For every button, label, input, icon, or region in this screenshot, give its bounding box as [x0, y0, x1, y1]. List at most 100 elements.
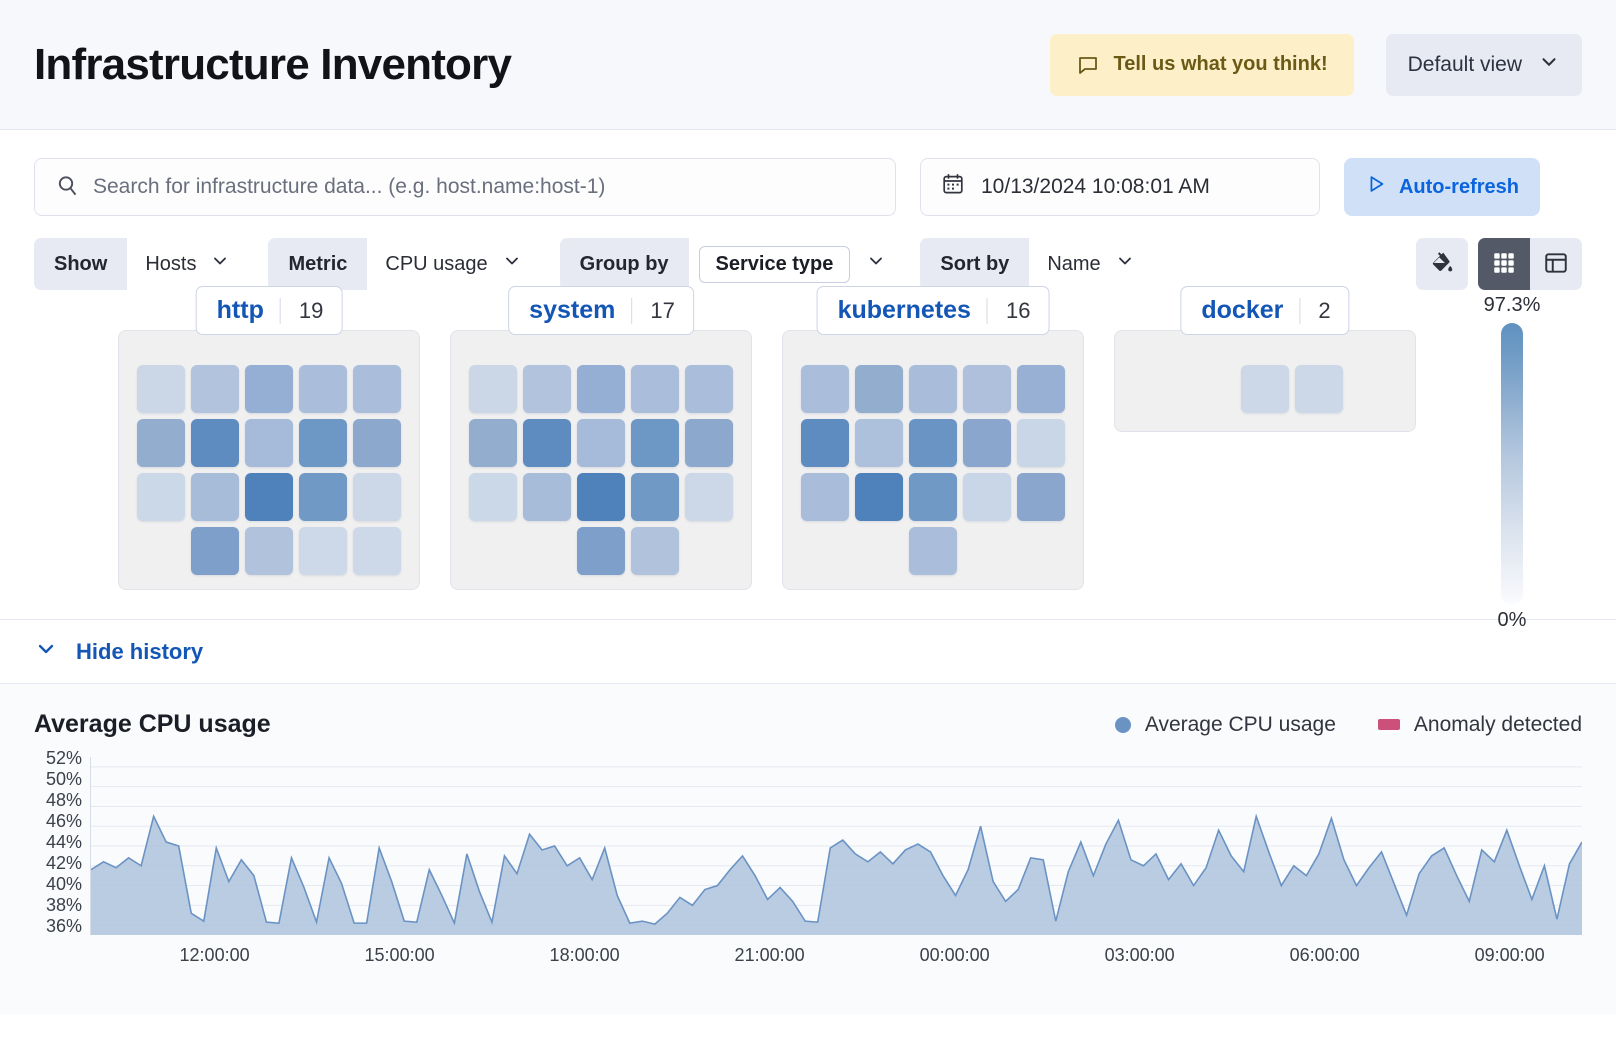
- heatmap-tile[interactable]: [577, 419, 625, 467]
- control-group-by-value[interactable]: Service type: [688, 238, 901, 290]
- heatmap-tile[interactable]: [469, 365, 517, 413]
- heatmap-tile[interactable]: [909, 473, 957, 521]
- control-group-by: Group by Service type: [559, 238, 901, 290]
- heatmap-tile[interactable]: [299, 527, 347, 575]
- heatmap-tile[interactable]: [245, 419, 293, 467]
- tile-spacer: [523, 527, 571, 575]
- heatmap-tile[interactable]: [855, 365, 903, 413]
- heatmap-tile[interactable]: [631, 419, 679, 467]
- heatmap-tile[interactable]: [909, 365, 957, 413]
- series-area-fill: [91, 816, 1582, 935]
- group-name: docker: [1201, 296, 1284, 324]
- grid-view-button[interactable]: [1478, 238, 1530, 290]
- tile-spacer: [469, 527, 517, 575]
- heatmap-tile[interactable]: [577, 527, 625, 575]
- legend-max-label: 97.3%: [1483, 294, 1541, 316]
- hide-history-toggle[interactable]: Hide history: [34, 637, 203, 667]
- heatmap-tile[interactable]: [963, 473, 1011, 521]
- heatmap-tile[interactable]: [245, 527, 293, 575]
- group-count: 16: [986, 297, 1048, 324]
- heatmap-tile[interactable]: [631, 527, 679, 575]
- heatmap-tile[interactable]: [191, 527, 239, 575]
- heatmap-tile[interactable]: [909, 527, 957, 575]
- heatmap-tile[interactable]: [245, 473, 293, 521]
- heatmap-tile[interactable]: [855, 473, 903, 521]
- heatmap-tile[interactable]: [523, 419, 571, 467]
- heatmap-tile[interactable]: [1017, 365, 1065, 413]
- heatmap-tile[interactable]: [245, 365, 293, 413]
- history-chart-panel: Average CPU usage Average CPU usage Anom…: [0, 684, 1616, 1014]
- heatmap-tile[interactable]: [685, 419, 733, 467]
- heatmap-tile[interactable]: [1241, 365, 1289, 413]
- heatmap-tile[interactable]: [469, 473, 517, 521]
- heatmap-tile[interactable]: [577, 365, 625, 413]
- heatmap-tile[interactable]: [909, 419, 957, 467]
- feedback-button[interactable]: Tell us what you think!: [1049, 33, 1354, 96]
- x-tick-label: 06:00:00: [1289, 945, 1360, 965]
- default-view-button[interactable]: Default view: [1385, 33, 1582, 96]
- color-fill-icon-button[interactable]: [1416, 238, 1468, 290]
- heatmap-tile[interactable]: [685, 473, 733, 521]
- heatmap-tile[interactable]: [801, 365, 849, 413]
- toolbar: 10/13/2024 10:08:01 AM Auto-refresh Show…: [0, 130, 1616, 290]
- chevron-down-icon: [866, 251, 886, 277]
- x-tick-label: 09:00:00: [1474, 945, 1545, 965]
- heatmap-tile[interactable]: [523, 473, 571, 521]
- heatmap-color-legend: 97.3% 0%: [1470, 294, 1554, 632]
- search-box[interactable]: [34, 158, 896, 216]
- heatmap-tile[interactable]: [353, 473, 401, 521]
- y-tick-label: 46%: [45, 811, 82, 831]
- heatmap-tile[interactable]: [523, 365, 571, 413]
- calendar-icon: [941, 172, 965, 202]
- page-header: Infrastructure Inventory Tell us what yo…: [0, 0, 1616, 130]
- legend-item-anomaly-detected[interactable]: Anomaly detected: [1377, 713, 1582, 737]
- table-view-icon: [1543, 250, 1569, 279]
- date-picker[interactable]: 10/13/2024 10:08:01 AM: [920, 158, 1320, 216]
- control-show-value[interactable]: Hosts: [127, 238, 249, 290]
- heatmap-tile[interactable]: [577, 473, 625, 521]
- control-sort-by: Sort by Name: [920, 238, 1153, 290]
- tile-spacer: [137, 527, 185, 575]
- heatmap-tile[interactable]: [299, 419, 347, 467]
- control-sort-by-value[interactable]: Name: [1029, 238, 1153, 290]
- heatmap-tile[interactable]: [191, 419, 239, 467]
- heatmap-tile[interactable]: [191, 365, 239, 413]
- search-input[interactable]: [93, 175, 875, 199]
- heatmap-tile[interactable]: [137, 473, 185, 521]
- heatmap-tile[interactable]: [685, 365, 733, 413]
- heatmap-tile[interactable]: [631, 365, 679, 413]
- control-show: Show Hosts: [34, 238, 249, 290]
- heatmap-tile[interactable]: [137, 419, 185, 467]
- heatmap-tile[interactable]: [469, 419, 517, 467]
- heatmap-tile[interactable]: [137, 365, 185, 413]
- heatmap-tile[interactable]: [299, 473, 347, 521]
- heatmap-tile[interactable]: [631, 473, 679, 521]
- y-tick-label: 48%: [45, 790, 82, 810]
- heatmap-tile[interactable]: [801, 473, 849, 521]
- heatmap-tile[interactable]: [963, 419, 1011, 467]
- control-metric-value[interactable]: CPU usage: [367, 238, 540, 290]
- heatmap-tile[interactable]: [801, 419, 849, 467]
- heatmap-tile[interactable]: [191, 473, 239, 521]
- legend-item-average-cpu-usage[interactable]: Average CPU usage: [1114, 713, 1336, 737]
- legend-gradient-bar: [1501, 323, 1523, 605]
- heatmap-tile[interactable]: [1017, 473, 1065, 521]
- heatmap-tile[interactable]: [963, 365, 1011, 413]
- heatmap-tile[interactable]: [353, 419, 401, 467]
- heatmap-tile[interactable]: [855, 419, 903, 467]
- heatmap-tile[interactable]: [1017, 419, 1065, 467]
- auto-refresh-button[interactable]: Auto-refresh: [1344, 158, 1540, 216]
- y-tick-label: 38%: [45, 895, 82, 915]
- heatmap-tile[interactable]: [1295, 365, 1343, 413]
- heatmap-tile[interactable]: [353, 527, 401, 575]
- layout-segmented-control: [1478, 238, 1582, 290]
- heatmap-tile[interactable]: [353, 365, 401, 413]
- table-view-button[interactable]: [1530, 238, 1582, 290]
- heatmap-tile[interactable]: [299, 365, 347, 413]
